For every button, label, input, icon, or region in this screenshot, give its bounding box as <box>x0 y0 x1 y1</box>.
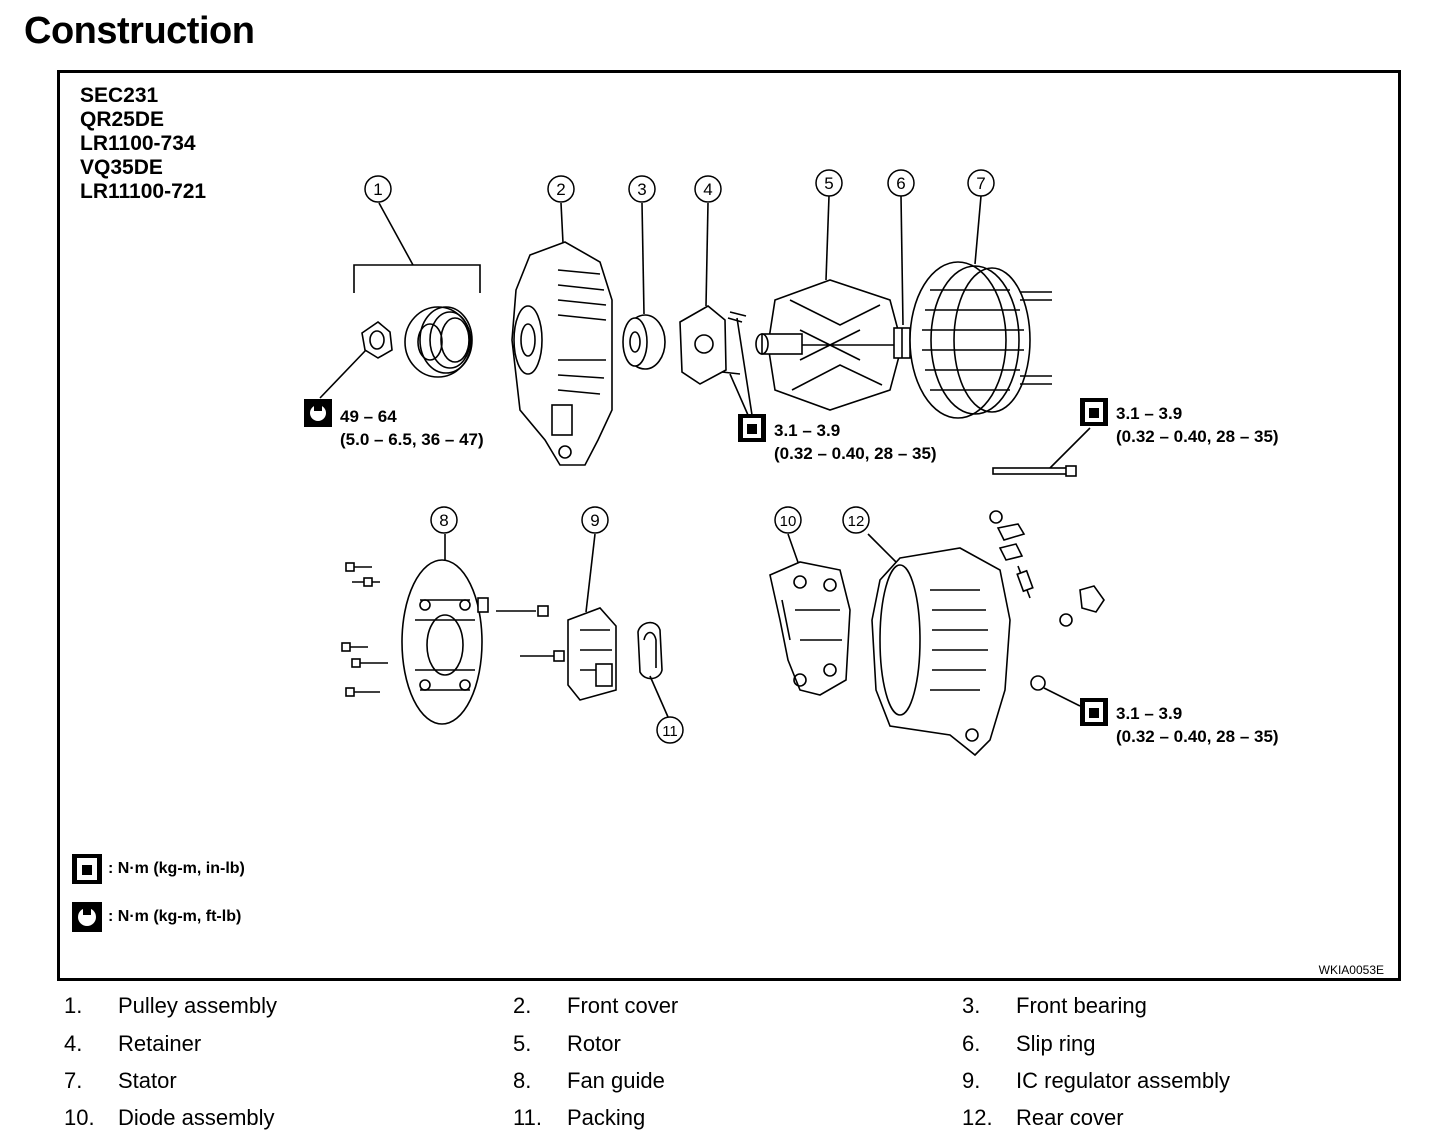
socket-wrench-icon <box>1080 698 1108 726</box>
torque-callout: 49 – 64 (5.0 – 6.5, 36 – 47) <box>340 405 484 451</box>
model-code: QR25DE <box>80 108 165 131</box>
part-number-label: 4 <box>703 180 712 199</box>
part-number: 12. <box>962 1105 993 1130</box>
front-bearing <box>622 202 666 370</box>
part-number: 3. <box>962 993 981 1018</box>
model-code: SEC231 <box>80 84 159 107</box>
torque-value: 49 – 64 <box>340 407 397 426</box>
stator <box>909 195 1052 419</box>
part-number-label: 5 <box>824 174 833 193</box>
part-number: 11. <box>513 1105 542 1130</box>
model-code: VQ35DE <box>80 156 163 179</box>
part-number: 8. <box>513 1068 532 1093</box>
torque-units: (5.0 – 6.5, 36 – 47) <box>340 430 484 449</box>
part-number: 2. <box>513 993 532 1018</box>
legend-item: : N·m (kg-m, in-lb) <box>72 854 245 884</box>
part-name: Front cover <box>567 993 679 1018</box>
part-name: Pulley assembly <box>118 993 277 1018</box>
part-number-bubble: 6 <box>887 169 915 197</box>
part-number-bubble: 11 <box>656 716 684 744</box>
part-number: 10. <box>64 1105 95 1130</box>
diode-assembly <box>769 533 851 696</box>
open-wrench-icon <box>304 399 332 427</box>
part-number-label: 12 <box>848 513 865 530</box>
terminal-hardware <box>989 510 1105 707</box>
torque-callout: 3.1 – 3.9 (0.32 – 0.40, 28 – 35) <box>1116 402 1279 448</box>
part-number: 4. <box>64 1031 83 1056</box>
model-list: SEC231 QR25DE LR1100-734 VQ35DE LR11100-… <box>80 84 206 204</box>
part-name: Rotor <box>567 1031 621 1056</box>
torque-value: 3.1 – 3.9 <box>1116 704 1183 723</box>
part-number-label: 9 <box>590 511 599 530</box>
part-name: Packing <box>567 1105 646 1130</box>
slip-ring <box>893 195 911 359</box>
part-number-label: 10 <box>780 513 797 530</box>
part-number: 7. <box>64 1068 83 1093</box>
torque-units: (0.32 – 0.40, 28 – 35) <box>1116 427 1279 446</box>
front-cover <box>511 202 613 466</box>
part-number-label: 6 <box>896 174 905 193</box>
part-name: Slip ring <box>1016 1031 1096 1056</box>
part-name: Rear cover <box>1016 1105 1124 1130</box>
part-number-label: 3 <box>637 180 646 199</box>
legend-text: : N·m (kg-m, ft-lb) <box>108 908 242 925</box>
part-name: Diode assembly <box>118 1105 275 1130</box>
part-name: Retainer <box>118 1031 202 1056</box>
part-name: Stator <box>118 1068 177 1093</box>
part-number-bubble: 4 <box>694 175 722 203</box>
part-number: 5. <box>513 1031 532 1056</box>
part-number-bubble: 5 <box>815 169 843 197</box>
page-title: Construction <box>24 10 255 52</box>
torque-value: 3.1 – 3.9 <box>774 421 841 440</box>
part-number: 9. <box>962 1068 981 1093</box>
figure-code: WKIA0053E <box>1318 963 1384 977</box>
part-name: Fan guide <box>567 1068 665 1093</box>
torque-value: 3.1 – 3.9 <box>1116 404 1183 423</box>
legend-item: : N·m (kg-m, ft-lb) <box>72 902 241 932</box>
part-number-label: 7 <box>976 174 985 193</box>
retainer <box>679 202 753 416</box>
fan-guide <box>341 534 489 725</box>
socket-wrench-icon <box>1080 398 1108 426</box>
diagram-frame <box>57 70 1401 981</box>
model-code: LR1100-734 <box>80 132 196 155</box>
torque-callout: 3.1 – 3.9 (0.32 – 0.40, 28 – 35) <box>1116 702 1279 748</box>
socket-wrench-icon <box>738 414 766 442</box>
torque-units: (0.32 – 0.40, 28 – 35) <box>774 444 937 463</box>
part-number-bubble: 7 <box>967 169 995 197</box>
part-number-label: 1 <box>373 180 382 199</box>
legend-text: : N·m (kg-m, in-lb) <box>108 860 245 877</box>
part-number-bubble: 12 <box>842 506 870 534</box>
part-number-bubble: 1 <box>364 175 392 203</box>
part-number-label: 2 <box>556 180 565 199</box>
part-number-label: 11 <box>662 723 678 740</box>
torque-callout: 3.1 – 3.9 (0.32 – 0.40, 28 – 35) <box>774 419 937 465</box>
pulley-assembly <box>319 202 481 399</box>
model-code: LR11100-721 <box>80 180 207 203</box>
packing <box>637 621 669 718</box>
rear-cover <box>867 533 1011 757</box>
part-number: 1. <box>64 993 83 1018</box>
socket-wrench-icon <box>72 854 102 884</box>
part-name: IC regulator assembly <box>1016 1068 1230 1093</box>
open-wrench-icon <box>72 902 102 932</box>
ic-regulator-assembly <box>496 533 617 701</box>
rotor <box>755 195 903 411</box>
part-number-bubble: 8 <box>430 506 458 534</box>
part-number-bubble: 3 <box>628 175 656 203</box>
through-bolt <box>992 427 1091 477</box>
part-name: Front bearing <box>1016 993 1147 1018</box>
part-number-bubble: 10 <box>774 506 802 534</box>
part-number: 6. <box>962 1031 981 1056</box>
torque-units: (0.32 – 0.40, 28 – 35) <box>1116 727 1279 746</box>
part-number-label: 8 <box>439 511 448 530</box>
part-number-bubble: 9 <box>581 506 609 534</box>
part-number-bubble: 2 <box>547 175 575 203</box>
